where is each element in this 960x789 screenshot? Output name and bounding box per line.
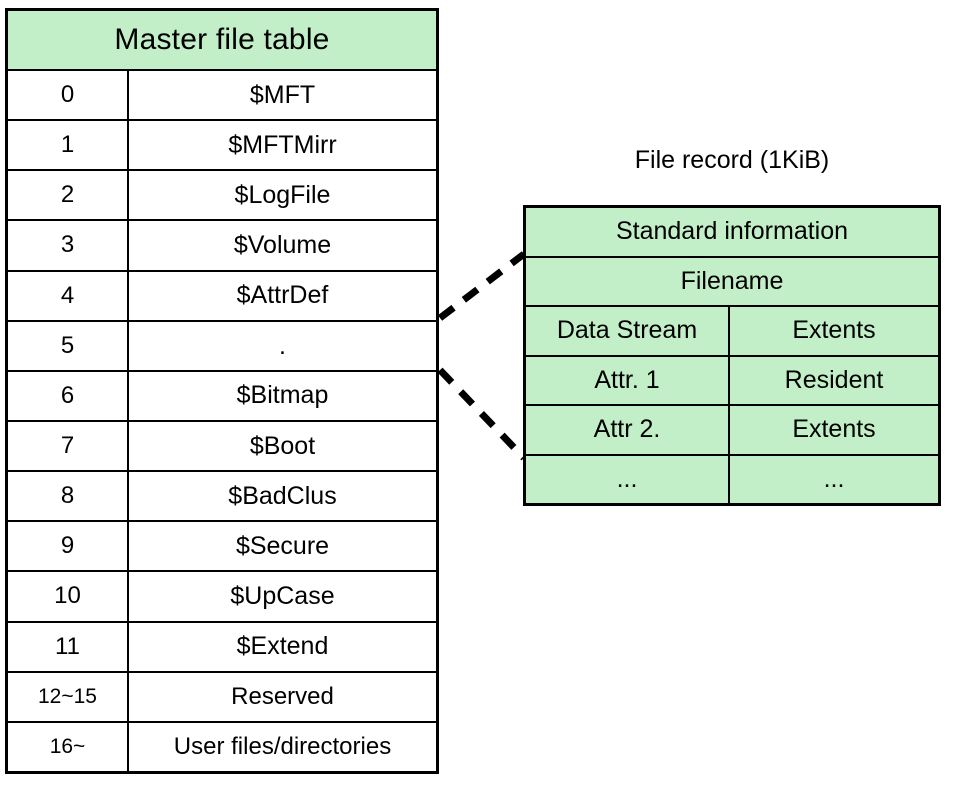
file-record-attribute-name: Attr. 1 xyxy=(526,356,730,404)
mft-record-name: Reserved xyxy=(231,682,334,710)
mft-record-index: 3 xyxy=(8,221,129,270)
mft-record-name: . xyxy=(279,331,286,360)
mft-record-index: 2 xyxy=(8,171,129,220)
mft-record-index: 10 xyxy=(8,572,129,621)
table-row: 9 $Secure xyxy=(8,522,436,573)
table-row: 5 . xyxy=(8,321,436,372)
file-record-table: Standard information Filename Data Strea… xyxy=(523,205,941,506)
mft-record-index: 5 xyxy=(8,321,129,370)
file-record-attribute-name: ... xyxy=(526,455,730,503)
mft-record-name: $Boot xyxy=(249,431,316,460)
master-file-table-body: 0 $MFT 1 $MFTMirr 2 $LogFile 3 $Volume 4… xyxy=(8,71,436,771)
table-row: 2 $LogFile xyxy=(8,171,436,222)
mft-record-index: 1 xyxy=(8,121,129,170)
table-row: Attr. 1 Resident xyxy=(526,356,938,406)
mft-record-name: $MFT xyxy=(249,80,316,109)
table-row: 0 $MFT xyxy=(8,71,436,122)
table-row: 12~15 Reserved xyxy=(8,672,436,723)
mft-record-name: $BadClus xyxy=(228,481,337,510)
connector-line-upper xyxy=(437,251,527,321)
mft-record-name: $Bitmap xyxy=(236,381,329,410)
mft-record-index: 9 xyxy=(8,522,129,571)
master-file-table-title: Master file table xyxy=(114,23,330,56)
file-record-attribute-value: Resident xyxy=(784,365,884,394)
table-row: 10 $UpCase xyxy=(8,572,436,623)
file-record-attribute-name: Filename xyxy=(680,266,784,295)
mft-record-name: $MFTMirr xyxy=(228,130,337,159)
master-file-table-header: Master file table xyxy=(8,11,436,71)
file-record-attribute-name: Attr 2. xyxy=(526,406,730,454)
mft-record-name: $Extend xyxy=(236,632,329,661)
mft-record-index: 11 xyxy=(8,622,129,671)
connector-line-lower xyxy=(437,367,527,461)
table-row: Standard information xyxy=(526,208,938,258)
table-row: ... ... xyxy=(526,455,938,503)
table-row: 7 $Boot xyxy=(8,421,436,473)
mft-record-index: 7 xyxy=(8,421,129,471)
table-row: Filename xyxy=(526,258,938,307)
mft-record-index: 6 xyxy=(8,371,129,420)
table-row: 6 $Bitmap xyxy=(8,371,436,422)
mft-record-name: $AttrDef xyxy=(236,281,329,310)
file-record-attribute-name: Data Stream xyxy=(526,307,730,355)
file-record-attribute-name: Standard information xyxy=(615,217,849,246)
table-row: 3 $Volume xyxy=(8,221,436,272)
mft-record-name: $Secure xyxy=(235,531,330,560)
table-row: Attr 2. Extents xyxy=(526,406,938,456)
mft-record-name: $LogFile xyxy=(234,180,331,209)
mft-record-name: $Volume xyxy=(233,230,332,259)
file-record-title: File record (1KiB) xyxy=(634,146,830,174)
master-file-table: Master file table 0 $MFT 1 $MFTMirr 2 $L… xyxy=(5,8,439,774)
table-row: 16~ User files/directories xyxy=(8,722,436,771)
table-row: 4 $AttrDef xyxy=(8,271,436,322)
table-row: 1 $MFTMirr xyxy=(8,121,436,172)
mft-record-index: 4 xyxy=(8,271,129,320)
table-row: 11 $Extend xyxy=(8,622,436,673)
file-record-attribute-value: ... xyxy=(823,464,845,493)
mft-record-name: $UpCase xyxy=(230,581,335,610)
mft-record-name: User files/directories xyxy=(173,732,392,760)
mft-record-index: 0 xyxy=(8,71,129,120)
file-record-attribute-value: Extents xyxy=(792,316,876,345)
mft-record-index: 8 xyxy=(8,472,129,521)
table-row: Data Stream Extents xyxy=(526,307,938,357)
file-record-attribute-value: Extents xyxy=(792,415,876,444)
mft-record-index: 12~15 xyxy=(8,672,129,721)
mft-record-index: 16~ xyxy=(8,722,129,771)
table-row: 8 $BadClus xyxy=(8,472,436,523)
